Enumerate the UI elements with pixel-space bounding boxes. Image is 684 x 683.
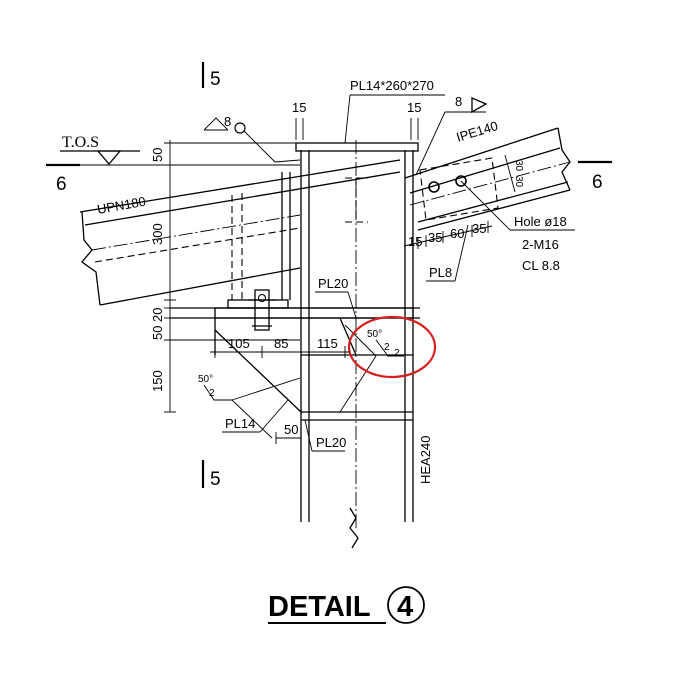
pl20-top-label: PL20 [318,276,348,291]
pl20-top-callout: PL20 [315,276,357,319]
connection-gusset [231,172,291,300]
section-marker-left: 6 [46,163,80,195]
dim-h-85: 85 [274,336,288,351]
bolt-icon [428,181,440,193]
pl8-label: PL8 [429,265,452,280]
pl20-bottom-callout: PL20 [304,419,346,452]
bracket-plates [170,289,420,421]
pl14-callout: PL14 [222,399,289,433]
section-top-label: 5 [210,69,221,90]
vertical-dimension-chain: 50 300 20 50 150 [150,140,300,413]
hea-label: HEA240 [418,436,433,484]
upn-label: UPN180 [96,194,147,217]
section-marker-right: 6 [578,160,612,193]
dim-v-150: 150 [150,370,165,392]
top-plate: PL14*260*270 15 15 [292,78,445,152]
bolt-icon [455,175,467,187]
pl20-bottom-label: PL20 [316,435,346,450]
weld-stiffener-size-2: 2 [394,348,400,359]
bolt-class-label: CL 8.8 [522,258,560,273]
dim-ipe-60: 60 [450,226,464,241]
dim-ipe-15: 15 [408,234,422,249]
dim-h-105: 105 [228,336,250,351]
weld-left-size: 2 [209,388,215,399]
bolts-label: 2-M16 [522,237,559,252]
section-right-label: 6 [592,172,603,193]
pl8-callout: PL8 [426,224,469,282]
bolt-callout: Hole ø18 2-M16 CL 8.8 [460,180,575,273]
dim-ipe-v30b: 30 [513,176,524,188]
weld-stiffener-size: 2 [384,342,390,353]
weld-symbol-top-left: 8 [203,114,301,163]
dim-top-right-15: 15 [407,100,421,115]
hea240-column: HEA240 [300,140,433,549]
horizontal-dimension-chain: 105 85 115 50 [210,336,350,444]
dim-v-50: 50 [150,148,165,162]
tos-level-marker: T.O.S [60,134,300,166]
weld-left-angle: 50° [198,374,213,385]
ipe-label: IPE140 [454,118,499,145]
section-bottom-label: 5 [210,469,221,490]
web-stiffener [345,177,368,223]
hole-label: Hole ø18 [514,214,567,229]
section-marker-bottom: 5 [201,460,221,490]
dim-ipe-v30: 30 [513,160,524,172]
weld-stiffener-angle: 50° [367,329,382,340]
weld-symbol-left: 50° 2 [198,374,301,439]
weld-top-left-size: 8 [224,114,231,129]
upn180-beam: UPN180 [79,159,401,306]
section-left-label: 6 [56,174,67,195]
weld-symbol-stiffener: 50° 2 2 [339,315,437,413]
detail-title-text: DETAIL [268,591,371,623]
dim-v-20: 20 [150,308,165,322]
weld-top-right-size: 8 [455,94,462,109]
detail-number: 4 [397,591,413,623]
detail-number-circle [387,586,425,624]
dim-v-50b: 50 [150,326,165,340]
tos-label: T.O.S [62,134,99,151]
top-plate-label: PL14*260*270 [350,78,434,93]
highlight-circle [347,315,437,379]
dim-top-left-15: 15 [292,100,306,115]
section-marker-top: 5 [201,62,221,90]
dim-v-300: 300 [150,223,165,245]
detail-title: DETAIL 4 [268,586,425,624]
dim-ipe-35a: 35 [428,230,442,245]
dim-ipe-35b: 35 [472,221,486,236]
weld-symbol-top-right: 8 [415,94,488,176]
pl14-label: PL14 [225,416,255,431]
ipe-dimension-chain: 15 35 60 35 30 30 [403,154,524,252]
dim-h-50: 50 [284,422,298,437]
dim-h-115: 115 [317,336,338,351]
